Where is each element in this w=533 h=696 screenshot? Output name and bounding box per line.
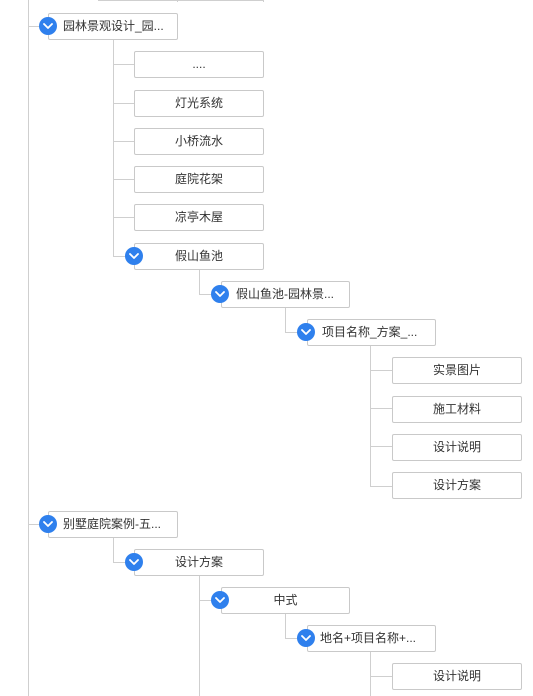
node-group1-child[interactable]: 凉亭木屋 [134,204,264,231]
connector-line [113,64,134,65]
connector-line [370,446,392,447]
connector-line [199,294,221,295]
node-group1-child[interactable]: .... [134,51,264,78]
node-group1-child[interactable]: 庭院花架 [134,166,264,193]
chevron-down-icon[interactable] [125,247,143,265]
connector-line [199,575,200,696]
node-group1-root[interactable]: 园林景观设计_园... [48,13,178,40]
connector-line [285,638,307,639]
connector-line [113,103,134,104]
connector-line [370,345,371,487]
node-group2-level2[interactable]: 中式 [221,587,350,614]
connector-line [113,562,134,563]
connector-line [113,217,134,218]
connector-line [28,0,29,696]
connector-line [370,651,371,696]
connector-line [113,39,114,257]
connector-line [199,269,200,295]
node-group1-leaf[interactable]: 实景图片 [392,357,522,384]
connector-line [285,332,307,333]
node-group1-level3[interactable]: 项目名称_方案_... [307,319,436,346]
connector-line [370,486,392,487]
connector-line [263,0,264,2]
connector-line [113,141,134,142]
connector-line [113,537,114,563]
node-group1-child[interactable]: 灯光系统 [134,90,264,117]
connector-line [113,179,134,180]
node-group1-leaf[interactable]: 施工材料 [392,396,522,423]
chevron-down-icon[interactable] [211,591,229,609]
node-group2-root[interactable]: 别墅庭院案例-五... [48,511,178,538]
connector-line [177,0,178,2]
node-group1-child[interactable]: 假山鱼池 [134,243,264,270]
connector-line [98,0,263,1]
node-group2-level3[interactable]: 地名+项目名称+... [307,625,436,652]
connector-line [370,676,392,677]
node-group1-child[interactable]: 小桥流水 [134,128,264,155]
connector-line [28,26,48,27]
chevron-down-icon[interactable] [297,323,315,341]
chevron-down-icon[interactable] [39,17,57,35]
node-group1-leaf[interactable]: 设计说明 [392,434,522,461]
chevron-down-icon[interactable] [297,629,315,647]
node-group1-level2[interactable]: 假山鱼池-园林景... [221,281,350,308]
node-group2-level1[interactable]: 设计方案 [134,549,264,576]
connector-line [370,408,392,409]
connector-line [199,600,221,601]
connector-line [285,613,286,639]
chevron-down-icon[interactable] [39,515,57,533]
chevron-down-icon[interactable] [211,285,229,303]
connector-line [285,307,286,333]
node-group1-leaf[interactable]: 设计方案 [392,472,522,499]
node-group2-leaf[interactable]: 设计说明 [392,663,522,690]
connector-line [28,524,48,525]
connector-line [370,370,392,371]
connector-line [113,256,134,257]
chevron-down-icon[interactable] [125,553,143,571]
